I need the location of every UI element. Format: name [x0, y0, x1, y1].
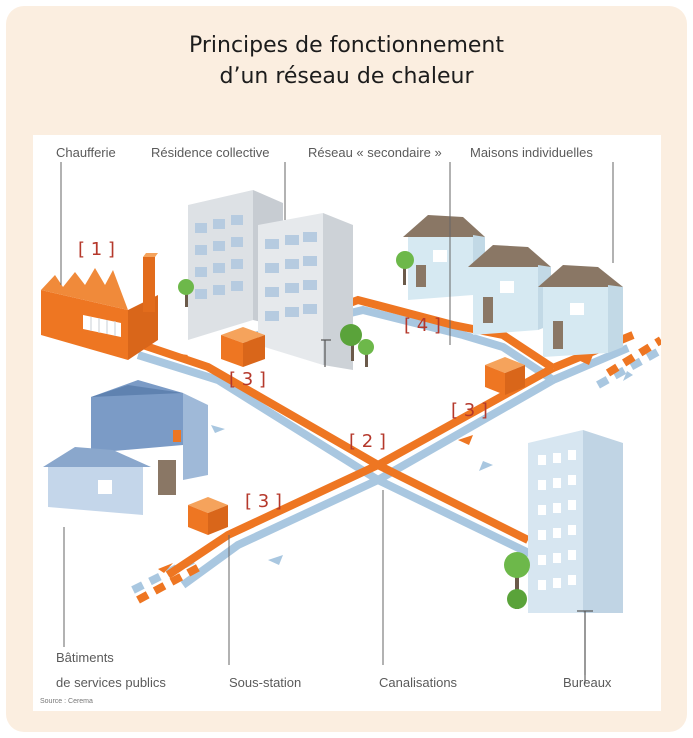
label-sous-station: Sous-station — [229, 675, 301, 690]
label-chaufferie: Chaufferie — [56, 145, 116, 160]
trees — [178, 251, 530, 609]
substation-services-publics — [188, 497, 228, 535]
marker-4-reseau-secondaire: [ 4 ] — [404, 315, 441, 336]
flow-arrows — [158, 353, 633, 573]
substation-residence — [221, 327, 265, 367]
maisons-individuelles — [403, 215, 623, 357]
marker-3-residence: [ 3 ] — [229, 369, 266, 390]
marker-3-services-publics: [ 3 ] — [245, 491, 282, 512]
heat-network-diagram: Chaufferie Résidence collective Réseau «… — [40, 145, 661, 705]
chaufferie-building — [41, 253, 158, 360]
label-residence-collective: Résidence collective — [151, 145, 270, 160]
lamp-posts — [321, 339, 593, 683]
title-line-2: d’un réseau de chaleur — [219, 64, 474, 89]
label-maisons-individuelles: Maisons individuelles — [470, 145, 593, 160]
return-pipe-dashes — [131, 346, 661, 594]
marker-1-chaufferie: [ 1 ] — [78, 239, 115, 260]
source-note: Source : Cerema — [40, 698, 93, 705]
label-batiments-line1: Bâtiments — [56, 650, 114, 665]
substation-maisons — [485, 357, 525, 395]
bureaux-building — [528, 430, 623, 613]
title-line-1: Principes de fonctionnement — [188, 33, 505, 58]
marker-3-maisons: [ 3 ] — [451, 400, 488, 421]
leader-lines — [60, 162, 614, 683]
supply-pipe-dashes — [136, 336, 661, 604]
residence-collective-building — [188, 190, 353, 370]
marker-2-canalisations: [ 2 ] — [349, 431, 386, 452]
label-reseau-secondaire: Réseau « secondaire » — [308, 145, 442, 160]
diagram-panel: Chaufferie Résidence collective Réseau «… — [33, 135, 661, 711]
diagram-title: Principes de fonctionnement d’un réseau … — [0, 30, 693, 92]
label-batiments-line2: de services publics — [56, 675, 166, 690]
label-bureaux: Bureaux — [563, 675, 612, 690]
label-canalisations: Canalisations — [379, 675, 458, 690]
batiments-services-publics — [43, 380, 208, 515]
